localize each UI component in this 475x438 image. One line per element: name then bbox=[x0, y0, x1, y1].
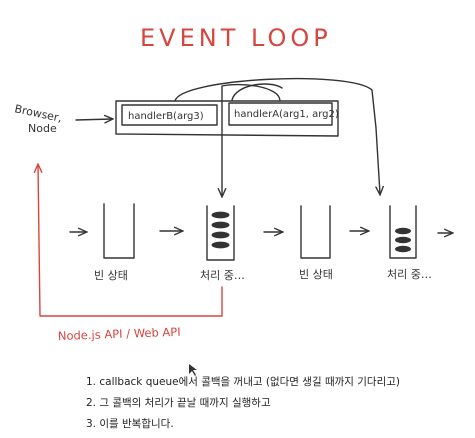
step-2: 2. 그 콜백의 처리가 끝날 때까지 실행하고 bbox=[86, 397, 271, 409]
queue-item-handlerB: handlerB(arg3) bbox=[128, 111, 204, 122]
callback-queue bbox=[115, 100, 339, 137]
handlerA-dequeue-curve bbox=[231, 83, 283, 101]
diagram-title: EVENT LOOP bbox=[140, 24, 332, 52]
stack-empty-2 bbox=[300, 205, 331, 259]
step-1: 1. callback queue에서 콜백을 꺼내고 (없다면 생길 때까지 … bbox=[86, 376, 401, 388]
queue-item-handlerA: handlerA(arg1, arg2) bbox=[234, 109, 339, 120]
stack-callbacks-1 bbox=[211, 211, 230, 249]
handlerA-dequeue-arrow bbox=[222, 83, 281, 196]
stack-label-3: 빈 상태 bbox=[299, 268, 333, 281]
api-label: Node.js API / Web API bbox=[58, 325, 181, 343]
queue-item-handlerB-box bbox=[121, 104, 218, 126]
stack-label-1: 빈 상태 bbox=[94, 269, 128, 282]
stack-label-4: 처리 중… bbox=[387, 268, 432, 281]
source-to-queue-arrow bbox=[75, 119, 112, 120]
api-feedback-loop bbox=[38, 165, 223, 317]
stack-processing-1 bbox=[206, 205, 235, 261]
step-3: 3. 이를 반복합니다. bbox=[86, 418, 174, 430]
stack-processing-2 bbox=[389, 205, 417, 259]
source-label-node: Node bbox=[28, 122, 57, 135]
mouse-cursor-icon bbox=[189, 364, 197, 376]
stack-empty-1 bbox=[103, 203, 135, 259]
queue-item-handlerA-box bbox=[228, 102, 333, 126]
steps-list: 1. callback queue에서 콜백을 꺼내고 (없다면 생길 때까지 … bbox=[86, 372, 466, 435]
stack-label-2: 처리 중… bbox=[200, 269, 245, 282]
stack-callbacks-2 bbox=[395, 227, 411, 253]
handlerB-dequeue-arrow bbox=[174, 77, 380, 194]
